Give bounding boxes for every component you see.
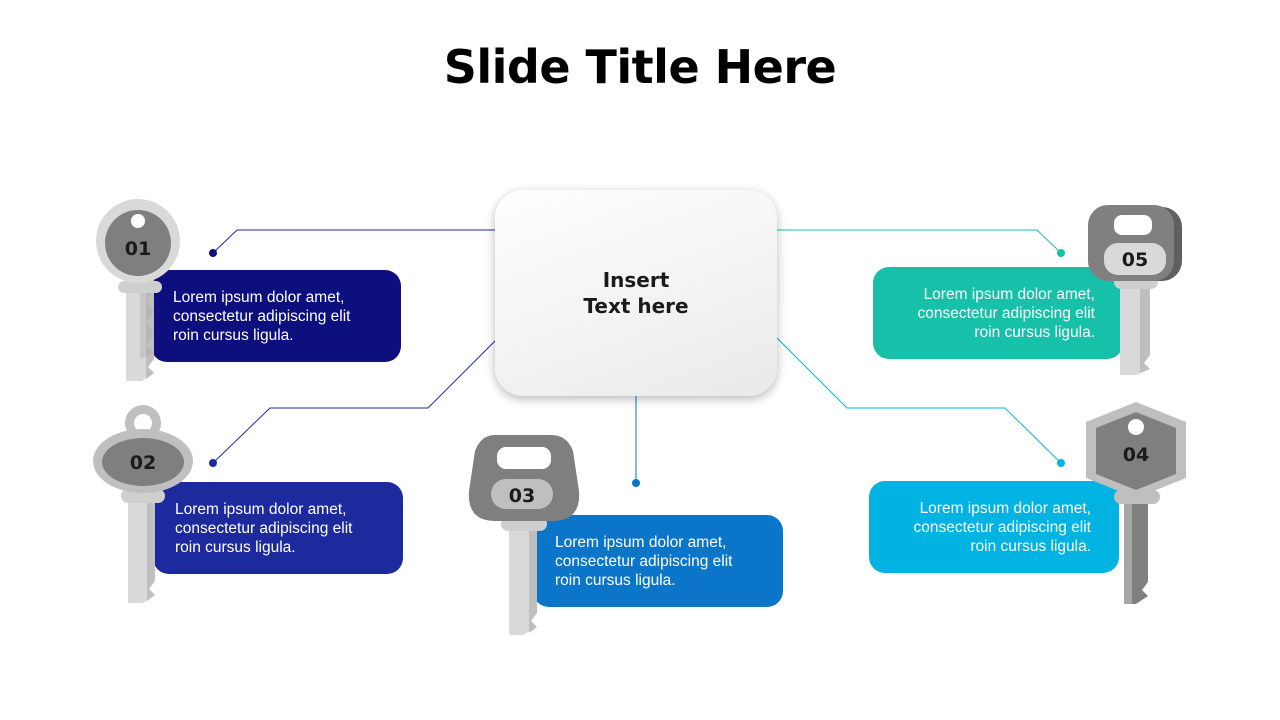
connector-03 — [632, 396, 640, 487]
key-02-icon: 02 — [93, 405, 193, 603]
card-01-line-2: consectetur adipiscing elit — [173, 307, 351, 325]
card-04-line-2: consectetur adipiscing elit — [913, 518, 1092, 536]
card-05-line-2: consectetur adipiscing elit — [917, 304, 1096, 322]
center-text-box: Insert Text here — [495, 190, 777, 396]
key-04-icon: 04 — [1086, 402, 1186, 604]
text-card-03: Lorem ipsum dolor amet, consectetur adip… — [533, 515, 783, 607]
card-03-line-3: roin cursus ligula. — [555, 571, 676, 589]
text-card-01: Lorem ipsum dolor amet, consectetur adip… — [151, 270, 401, 362]
text-card-04: Lorem ipsum dolor amet, consectetur adip… — [869, 481, 1119, 573]
card-04-line-3: roin cursus ligula. — [970, 537, 1091, 555]
connector-02 — [209, 340, 496, 467]
key-01-number: 01 — [125, 238, 151, 260]
key-05-icon: 05 — [1088, 205, 1182, 375]
center-text-line-1: Insert — [602, 268, 670, 292]
card-02-line-3: roin cursus ligula. — [175, 538, 296, 556]
card-02-line-1: Lorem ipsum dolor amet, — [175, 500, 347, 518]
key-01-icon: 01 — [96, 199, 180, 381]
connector-05 — [777, 229, 1065, 257]
key-04-number: 04 — [1123, 444, 1149, 466]
text-card-05: Lorem ipsum dolor amet, consectetur adip… — [873, 267, 1123, 359]
key-03-icon: 03 — [468, 435, 580, 635]
connector-01 — [209, 229, 495, 257]
card-01-line-3: roin cursus ligula. — [173, 326, 294, 344]
card-01-line-1: Lorem ipsum dolor amet, — [173, 288, 345, 306]
text-card-02: Lorem ipsum dolor amet, consectetur adip… — [153, 482, 403, 574]
slide-title: Slide Title Here — [443, 40, 837, 94]
key-02-number: 02 — [130, 452, 156, 474]
card-04-line-1: Lorem ipsum dolor amet, — [919, 499, 1091, 517]
card-03-line-1: Lorem ipsum dolor amet, — [555, 533, 727, 551]
key-05-number: 05 — [1122, 249, 1148, 271]
center-text-line-2: Text here — [583, 294, 689, 318]
connector-04 — [776, 337, 1065, 467]
card-05-line-1: Lorem ipsum dolor amet, — [923, 285, 1095, 303]
key-03-number: 03 — [509, 485, 535, 507]
card-02-line-2: consectetur adipiscing elit — [175, 519, 353, 537]
card-03-line-2: consectetur adipiscing elit — [555, 552, 733, 570]
card-05-line-3: roin cursus ligula. — [974, 323, 1095, 341]
